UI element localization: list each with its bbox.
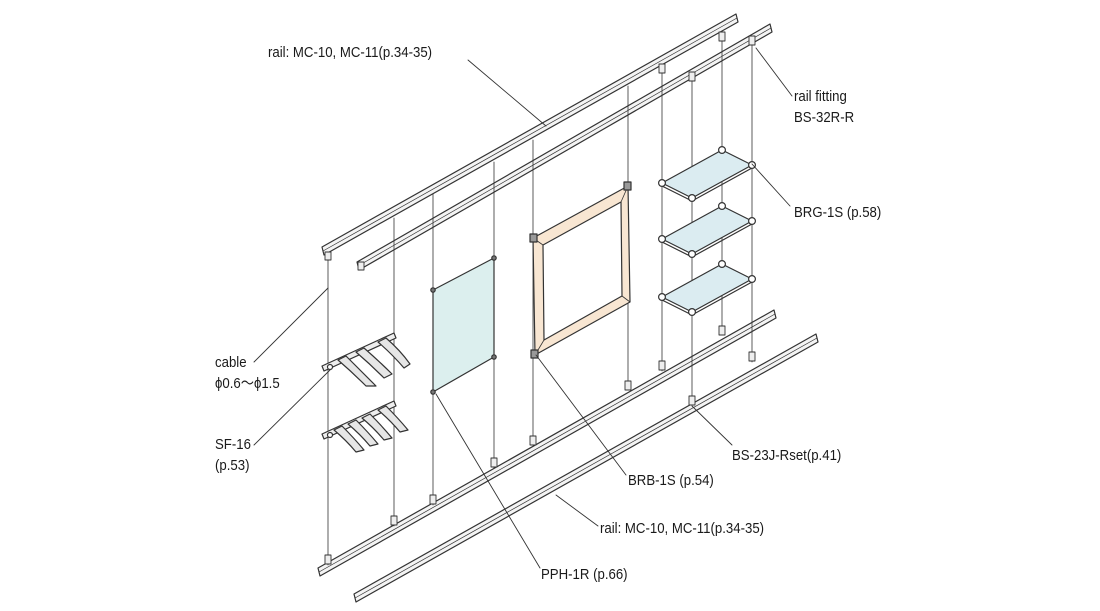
callout-cable-line2: ϕ0.6～ϕ1.5 (215, 375, 280, 392)
callout-bs23-text: BS-23J-Rset(p.41) (732, 447, 842, 464)
callout-cable-line1: cable (215, 354, 247, 371)
callout-cable: cable ϕ0.6～ϕ1.5 (215, 352, 280, 394)
callout-pph-text: PPH-1R (p.66) (541, 566, 628, 583)
glass-shelf-middle (657, 202, 756, 259)
callout-rail-fitting-line1: rail fitting (794, 88, 847, 105)
hanger-bar-upper (321, 332, 411, 387)
callout-bottom-rail: rail: MC-10, MC-11(p.34-35) (600, 518, 764, 539)
glass-shelf-bottom (657, 260, 756, 317)
callout-bottom-rail-text: rail: MC-10, MC-11(p.34-35) (600, 520, 765, 537)
bottom-rail-back (353, 333, 819, 603)
top-rail-front (321, 13, 739, 256)
picture-frame (529, 181, 632, 359)
callout-brg-text: BRG-1S (p.58) (794, 204, 882, 221)
glass-shelf-top (657, 146, 756, 203)
callout-top-rail-text: rail: MC-10, MC-11(p.34-35) (268, 44, 433, 61)
bottom-rail-front (317, 309, 777, 577)
callout-rail-fitting-line2: BS-32R-R (794, 109, 855, 126)
callout-brb: BRB-1S (p.54) (628, 470, 714, 491)
cable-fittings (324, 31, 756, 565)
callout-rail-fitting: rail fitting BS-32R-R (794, 86, 854, 128)
callout-brb-text: BRB-1S (p.54) (628, 472, 714, 489)
callout-top-rail: rail: MC-10, MC-11(p.34-35) (268, 42, 432, 63)
callout-sf-line1: SF-16 (215, 436, 251, 453)
glass-poster-panel (430, 255, 497, 395)
leader-lines (253, 47, 793, 569)
hanger-bar-lower (321, 400, 409, 453)
callout-sf-line2: (p.53) (215, 457, 250, 474)
callout-sf: SF-16 (p.53) (215, 434, 251, 476)
callout-pph: PPH-1R (p.66) (541, 564, 628, 585)
callout-bs23: BS-23J-Rset(p.41) (732, 445, 841, 466)
callout-brg: BRG-1S (p.58) (794, 202, 881, 223)
